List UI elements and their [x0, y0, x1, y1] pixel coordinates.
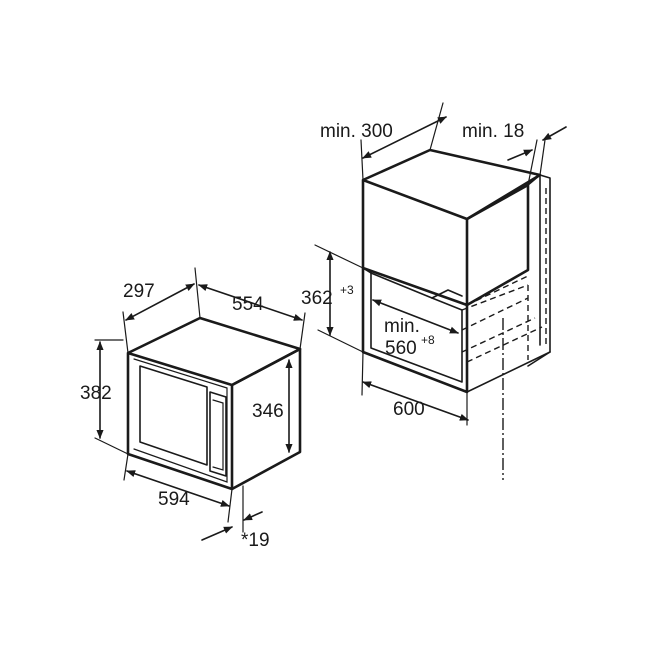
dim-line-niche-depth — [362, 116, 447, 159]
dimension-labels: 297 554 382 346 594 *19 min. 300 min. 18… — [80, 121, 524, 551]
label-cabinet-width: 600 — [393, 399, 425, 420]
dim-line-297 — [125, 283, 195, 321]
label-niche-width-prefix: min. — [384, 316, 420, 337]
cabinet-upper-side — [466, 183, 530, 307]
label-niche-height: 362 — [301, 288, 333, 309]
label-niche-depth: min. 300 — [320, 121, 393, 142]
dim-line-niche-side-gap-b — [542, 126, 567, 141]
dim-line-554 — [198, 284, 303, 321]
cabinet-side-panel — [527, 174, 551, 367]
appliance-control-strip — [212, 399, 224, 471]
label-niche-side-gap: min. 18 — [462, 121, 524, 142]
dim-line-niche-side-gap — [507, 149, 533, 161]
label-appliance-width: 554 — [232, 294, 264, 315]
cabinet-drawing — [361, 148, 551, 480]
label-front-width: 594 — [158, 489, 190, 510]
label-appliance-depth: 297 — [123, 281, 155, 302]
cabinet-dimension-lines — [314, 102, 567, 426]
dim-line-19 — [201, 526, 233, 541]
label-niche-height-tolerance: +3 — [340, 283, 354, 297]
dim-line-cabinet-width — [362, 381, 469, 421]
dim-line-19b — [243, 511, 263, 521]
label-niche-width: 560 — [385, 338, 417, 359]
appliance-front-inner — [133, 358, 228, 483]
dim-line-niche-width — [372, 299, 459, 334]
cabinet-hidden-edges — [461, 274, 543, 363]
cabinet-niche-inner — [370, 272, 463, 383]
appliance-dimension-lines — [94, 267, 306, 541]
appliance-side — [231, 347, 302, 491]
cabinet-upper-top — [362, 148, 542, 221]
cabinet-niche-bottom — [466, 351, 551, 393]
label-door-height: 346 — [252, 401, 284, 422]
label-front-offset: *19 — [241, 530, 270, 551]
label-niche-width-tolerance: +8 — [421, 333, 435, 347]
cabinet-niche-front — [361, 268, 469, 394]
cabinet-upper-front — [361, 178, 469, 307]
appliance-door-window — [139, 365, 208, 466]
label-appliance-height: 382 — [80, 383, 112, 404]
dim-line-594 — [126, 470, 230, 507]
appliance-top — [127, 316, 302, 387]
